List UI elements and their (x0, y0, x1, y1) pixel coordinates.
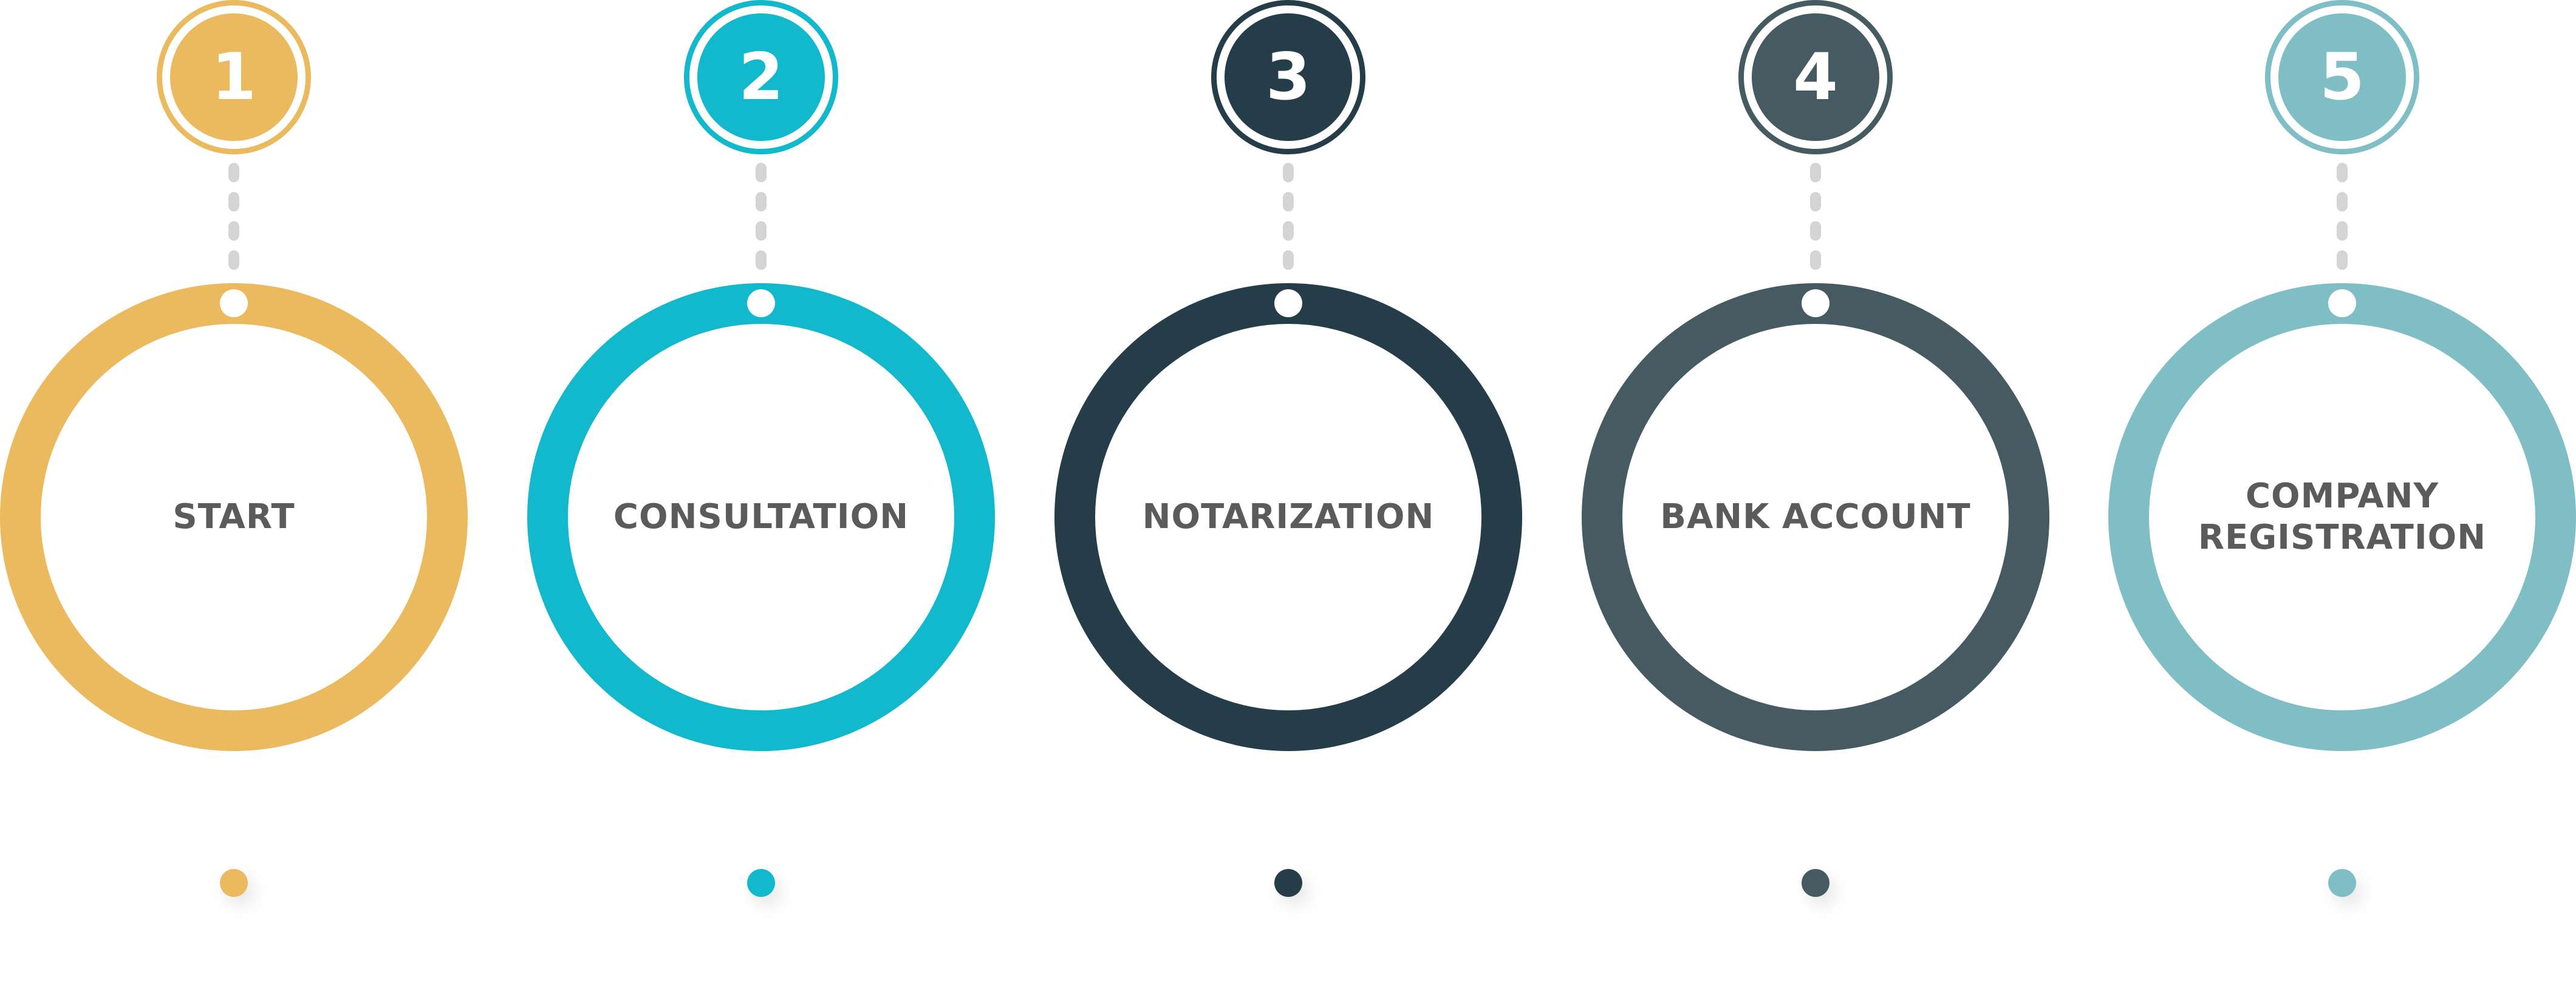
step-ring-center: COMPANY REGISTRATION (2149, 324, 2535, 710)
step-label: NOTARIZATION (1142, 497, 1435, 537)
step-number-badge: 3 (1211, 0, 1365, 154)
step-number: 2 (697, 13, 825, 141)
process-step-3: 3 NOTARIZATION (1054, 0, 1522, 982)
bottom-marker-dot (2328, 869, 2356, 897)
step-ring-center: BANK ACCOUNT (1622, 324, 2009, 710)
dashed-connector (756, 163, 767, 270)
bottom-marker-dot (1802, 869, 1830, 897)
step-number: 3 (1225, 13, 1352, 141)
step-number: 4 (1752, 13, 1879, 141)
step-number: 5 (2278, 13, 2406, 141)
process-step-2: 2 CONSULTATION (527, 0, 995, 982)
ring-connector-dot (747, 289, 775, 317)
step-ring-center: CONSULTATION (568, 324, 954, 710)
ring-connector-dot (220, 289, 248, 317)
step-ring-center: START (41, 324, 427, 710)
step-label: START (173, 497, 295, 537)
process-step-1: 1 START (0, 0, 468, 982)
step-number-badge: 5 (2265, 0, 2419, 154)
bottom-marker-dot (1274, 869, 1302, 897)
step-label: CONSULTATION (613, 497, 909, 537)
ring-connector-dot (1802, 289, 1830, 317)
step-number-badge: 4 (1738, 0, 1893, 154)
step-ring: BANK ACCOUNT (1582, 283, 2049, 751)
step-ring: COMPANY REGISTRATION (2108, 283, 2576, 751)
step-number-badge: 1 (157, 0, 311, 154)
dashed-connector (2337, 163, 2348, 270)
dashed-connector (1283, 163, 1294, 270)
ring-connector-dot (2328, 289, 2356, 317)
step-ring: START (0, 283, 468, 751)
step-ring-center: NOTARIZATION (1095, 324, 1481, 710)
bottom-marker-dot (220, 869, 248, 897)
dashed-connector (1810, 163, 1821, 270)
step-ring: NOTARIZATION (1054, 283, 1522, 751)
dashed-connector (228, 163, 239, 270)
step-label: COMPANY REGISTRATION (2198, 476, 2487, 557)
process-step-5: 5 COMPANY REGISTRATION (2108, 0, 2576, 982)
step-number-badge: 2 (684, 0, 838, 154)
step-number: 1 (170, 13, 298, 141)
ring-connector-dot (1274, 289, 1302, 317)
step-label: BANK ACCOUNT (1660, 497, 1971, 537)
bottom-marker-dot (747, 869, 775, 897)
process-step-4: 4 BANK ACCOUNT (1582, 0, 2049, 982)
step-ring: CONSULTATION (527, 283, 995, 751)
